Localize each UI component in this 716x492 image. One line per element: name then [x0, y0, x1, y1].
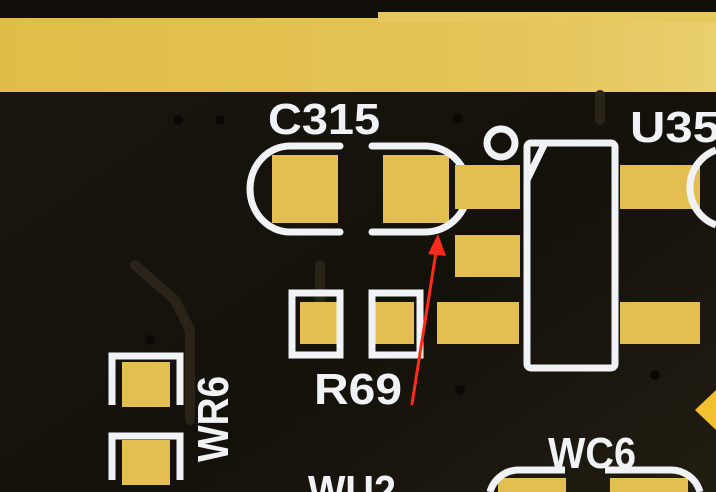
wc6-pad-right	[610, 478, 688, 492]
label-wr6: WR6	[189, 376, 238, 462]
u35-pad-left-1	[455, 165, 520, 209]
r69-pad-right	[374, 302, 414, 344]
u35-pad-right-3	[620, 302, 700, 344]
wc6-outline	[486, 466, 704, 492]
wc6-pad-left	[498, 478, 566, 492]
u35-pad-left-3	[437, 302, 519, 344]
top-copper-band	[0, 18, 716, 92]
u35-pin1-dot	[483, 125, 519, 161]
u35-body-outline	[523, 139, 619, 372]
r69-pad-left	[300, 302, 340, 344]
wr6-pad-top	[122, 362, 170, 407]
vias	[145, 113, 660, 395]
annotation-arrow	[410, 234, 446, 406]
u35-pad-left-2	[455, 235, 520, 277]
label-r69: R69	[314, 365, 402, 414]
label-c315: C315	[268, 95, 380, 144]
wr6-pad-bottom	[122, 440, 170, 485]
label-wu2: WU2	[308, 467, 396, 492]
c315-pad-left	[272, 155, 338, 223]
label-wc6: WC6	[548, 429, 636, 478]
r69-outline	[288, 289, 424, 359]
wr6-outline	[108, 352, 184, 480]
c315-pad-right	[383, 155, 449, 223]
label-u35: U35	[630, 103, 716, 152]
u35-neighbor-outline	[686, 146, 716, 229]
edge-component	[695, 390, 716, 430]
u35-body-notch	[523, 141, 549, 182]
top-copper-step	[378, 12, 716, 22]
